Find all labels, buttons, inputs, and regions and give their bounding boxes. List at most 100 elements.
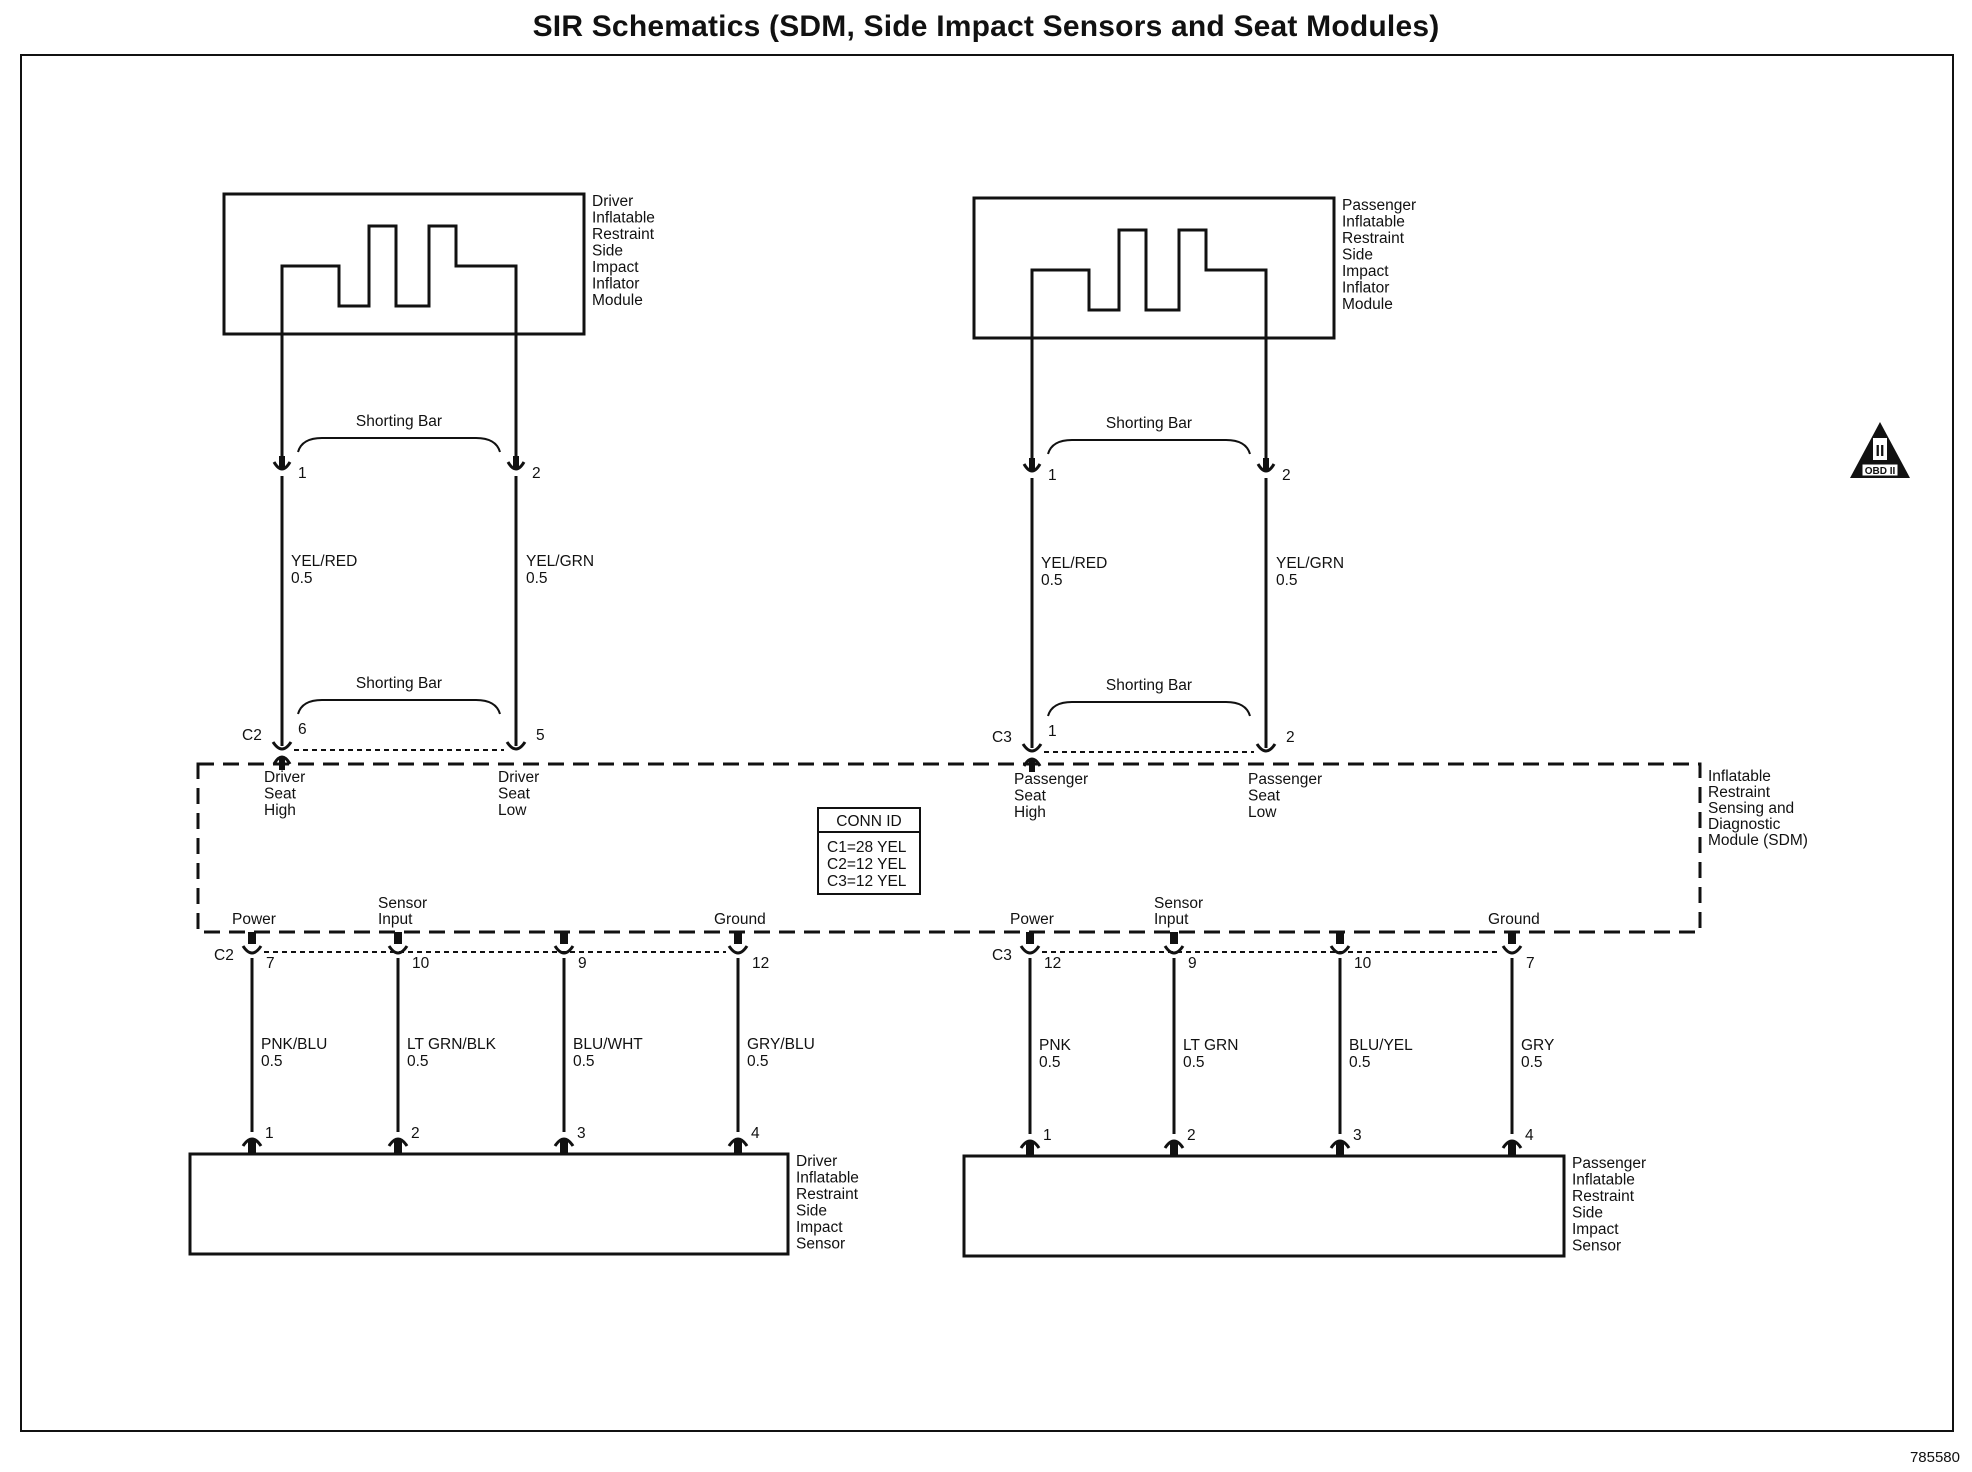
driver-inflator-module-label: Side	[592, 243, 623, 260]
driver-sdm-lower-connector-id: C2	[214, 947, 234, 964]
driver-lower-circuit-3-sdm-pin-number: 9	[578, 955, 587, 972]
passenger-lower-circuit-3-sensor-pin-number: 3	[1353, 1127, 1362, 1144]
conn-id-header: CONN ID	[836, 813, 901, 830]
driver-lower-circuit-4-sensor-pin	[734, 1140, 742, 1154]
passenger-wire-seat-high-gauge: 0.5	[1041, 572, 1063, 589]
driver-inflator-terminal-1	[272, 461, 292, 471]
passenger-lower-circuit-2-sdm-pin-number: 9	[1188, 955, 1197, 972]
driver-lower-circuit-4-sdm-term-label: Ground	[714, 911, 766, 928]
driver-lower-circuit-3-sdm-pin	[560, 932, 568, 944]
driver-sdm-term-low: Driver	[498, 769, 539, 786]
passenger-lower-circuit-4-sdm-term-label: Ground	[1488, 911, 1540, 928]
driver-lower-circuit-1-sdm-cup	[241, 945, 263, 955]
driver-lower-circuit-1-sdm-pin-number: 7	[266, 955, 275, 972]
driver-lower-circuit-3-sensor-pin	[560, 1140, 568, 1154]
passenger-wire-seat-high-color: YEL/RED	[1041, 555, 1107, 572]
sdm-label: Inflatable	[1708, 768, 1771, 785]
passenger-lower-circuit-3-wire-color: BLU/YEL	[1349, 1037, 1413, 1054]
passenger-lower-circuit-2-wire-gauge: 0.5	[1183, 1054, 1205, 1071]
driver-inflator-module-label: Impact	[592, 259, 639, 276]
driver-sensor-label: Impact	[796, 1219, 843, 1236]
passenger-sdm-upper-connector-id: C3	[992, 729, 1012, 746]
driver-lower-circuit-2-wire-color: LT GRN/BLK	[407, 1036, 497, 1053]
driver-lower-circuit-2-sensor-pin	[394, 1140, 402, 1154]
passenger-sdm-term-high: Passenger	[1014, 771, 1088, 788]
passenger-lower-circuit-4-sensor-pin-number: 4	[1525, 1127, 1534, 1144]
driver-inflator-terminal-1-pin	[279, 456, 285, 468]
driver-inflator-pin-1: 1	[298, 465, 307, 482]
driver-lower-circuit-4-sdm-pin-number: 12	[752, 955, 769, 972]
driver-sensor-label: Sensor	[796, 1236, 845, 1253]
passenger-inflator-module-squib-symbol	[1030, 228, 1268, 314]
passenger-lower-circuit-2-sensor-pin	[1170, 1142, 1178, 1156]
passenger-inflator-terminal-2-pin	[1263, 458, 1269, 470]
passenger-inflator-module-label: Restraint	[1342, 230, 1405, 247]
passenger-lower-circuit-4-sensor-cup	[1501, 1139, 1523, 1149]
passenger-inflator-terminal-1-pin	[1029, 458, 1035, 470]
driver-lower-circuit-2-sensor-cup	[387, 1137, 409, 1147]
passenger-lower-circuit-2-wire-color: LT GRN	[1183, 1037, 1238, 1054]
passenger-lower-circuit-1-sdm-pin-number: 12	[1044, 955, 1061, 972]
passenger-sensor-label: Side	[1572, 1205, 1603, 1222]
passenger-inflator-pin-2: 2	[1282, 467, 1291, 484]
passenger-sdm-lower-connector-id: C3	[992, 947, 1012, 964]
driver-inflator-module-label: Inflatable	[592, 210, 655, 227]
driver-inflator-module-label: Module	[592, 292, 643, 309]
driver-sdm-upper-cup-0	[271, 741, 293, 751]
driver-wire-seat-low-color: YEL/GRN	[526, 553, 594, 570]
driver-wire-seat-high-color: YEL/RED	[291, 553, 357, 570]
driver-inflator-module-label: Driver	[592, 193, 633, 210]
passenger-sensor-label: Passenger	[1572, 1155, 1646, 1172]
passenger-sdm-upper-pin-high: 1	[1048, 723, 1057, 740]
driver-lower-circuit-2-sensor-pin-number: 2	[411, 1125, 420, 1142]
passenger-lower-circuit-3-sensor-cup	[1329, 1139, 1351, 1149]
driver-lower-circuit-1-sensor-cup	[241, 1137, 263, 1147]
driver-lower-circuit-2-sdm-term-label: Input	[378, 911, 413, 928]
passenger-lower-circuit-4-sdm-cup	[1501, 945, 1523, 955]
driver-sdm-upper-terminal-high-pin	[279, 758, 285, 770]
passenger-inflator-module-label: Side	[1342, 247, 1373, 264]
passenger-sdm-upper-cup-0	[1021, 743, 1043, 753]
passenger-sdm-term-high: High	[1014, 804, 1046, 821]
driver-sdm-term-low: Seat	[498, 786, 531, 803]
passenger-lower-circuit-4-wire-color: GRY	[1521, 1037, 1554, 1054]
driver-sdm-term-low: Low	[498, 802, 527, 819]
passenger-lower-circuit-1-sensor-pin	[1026, 1142, 1034, 1156]
passenger-sensor-label: Restraint	[1572, 1188, 1635, 1205]
driver-sdm-upper-cup-1	[505, 741, 527, 751]
passenger-sdm-upper-cup-1	[1255, 743, 1277, 753]
passenger-inflator-module-label: Inflator	[1342, 280, 1389, 297]
driver-side-impact-sensor	[188, 1152, 790, 1256]
driver-upper-shorting-bar-label: Shorting Bar	[356, 413, 442, 430]
driver-lower-circuit-4-sensor-pin-number: 4	[751, 1125, 760, 1142]
passenger-lower-circuit-1-sdm-term-label: Power	[1010, 911, 1054, 928]
passenger-lower-circuit-2-sdm-pin	[1170, 932, 1178, 944]
conn-id-row: C3=12 YEL	[827, 873, 907, 890]
passenger-lower-circuit-3-sdm-pin	[1336, 932, 1344, 944]
driver-lower-shorting-bar	[297, 699, 501, 715]
driver-sdm-term-high: Driver	[264, 769, 305, 786]
sdm-label: Restraint	[1708, 784, 1771, 801]
driver-lower-shorting-bar-label: Shorting Bar	[356, 675, 442, 692]
passenger-lower-circuit-2-sdm-cup	[1163, 945, 1185, 955]
driver-sensor-label: Side	[796, 1203, 827, 1220]
passenger-inflator-terminal-1	[1022, 463, 1042, 473]
driver-lower-circuit-1-sensor-pin	[248, 1140, 256, 1154]
driver-sdm-term-high: Seat	[264, 786, 297, 803]
passenger-sdm-upper-pin-low: 2	[1286, 729, 1295, 746]
passenger-lower-circuit-1-sensor-pin-number: 1	[1043, 1127, 1052, 1144]
passenger-upper-shorting-bar	[1047, 439, 1251, 455]
driver-wire-seat-low-gauge: 0.5	[526, 570, 548, 587]
driver-inflator-pin-2: 2	[532, 465, 541, 482]
driver-lower-circuit-1-wire-gauge: 0.5	[261, 1053, 283, 1070]
passenger-sensor-label: Impact	[1572, 1221, 1619, 1238]
driver-sdm-upper-pin-high: 6	[298, 721, 307, 738]
driver-lower-circuit-1-wire-color: PNK/BLU	[261, 1036, 327, 1053]
passenger-inflator-module-label: Impact	[1342, 263, 1389, 280]
passenger-inflator-module-label: Module	[1342, 296, 1393, 313]
passenger-lower-circuit-1-wire-color: PNK	[1039, 1037, 1072, 1054]
passenger-upper-shorting-bar-label: Shorting Bar	[1106, 415, 1192, 432]
sdm-label: Module (SDM)	[1708, 832, 1808, 849]
document-id: 785580	[1909, 1449, 1960, 1466]
